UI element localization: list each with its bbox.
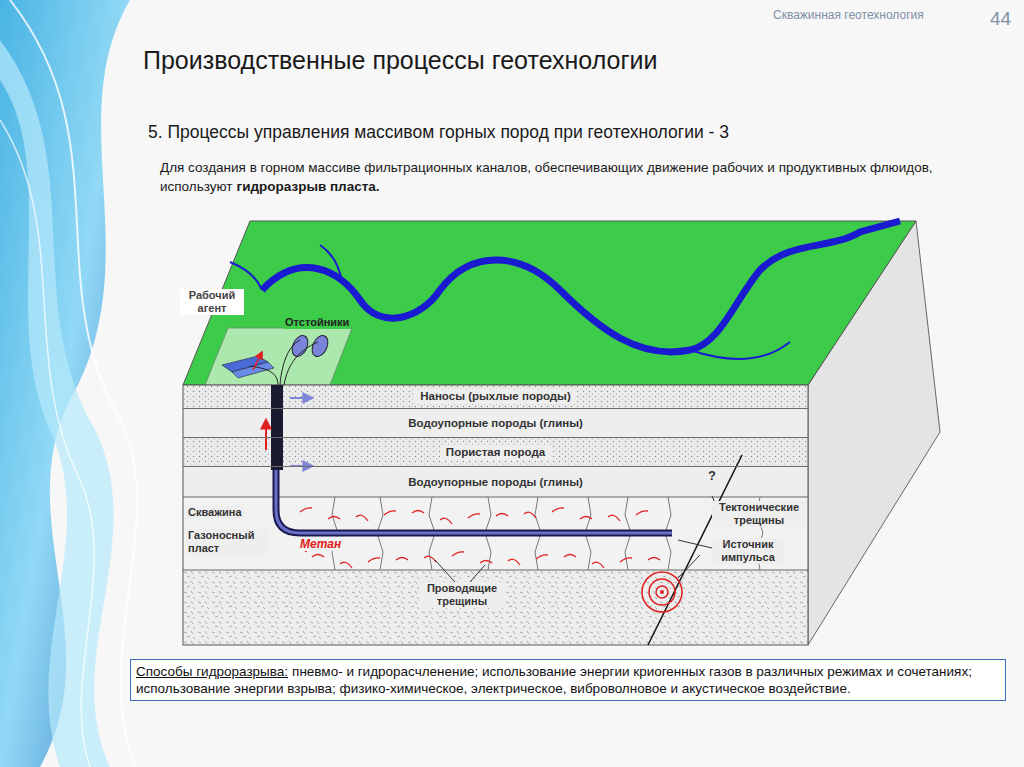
fracture-mark (384, 511, 396, 515)
fracture-mark (468, 514, 480, 518)
layer-name: Водоупорные породы (глины) (402, 475, 589, 490)
fracture-mark (608, 515, 620, 521)
product-label: Метан (298, 537, 343, 551)
callout-label: Тектонические трещины (712, 501, 806, 527)
intro-emphasis: гидроразрыв пласта. (237, 179, 380, 194)
fracture-mark (424, 556, 436, 562)
page-number: 44 (990, 8, 1011, 30)
layer-name: Пористая порода (440, 445, 551, 460)
fracture-mark (452, 552, 464, 556)
fracture-mark (496, 514, 508, 517)
slide-title: Производственные процессы геотехнологии (143, 46, 657, 75)
fracture-mark (620, 558, 632, 562)
rock-layer-band: Водоупорные породы (глины) (183, 408, 808, 437)
intro-paragraph: Для создания в горном массиве фильтрацио… (160, 158, 960, 196)
fracture-mark (580, 517, 592, 520)
fracture-mark (356, 515, 368, 521)
fracture-mark (440, 518, 452, 524)
callout-label: Газоносный пласт (186, 529, 268, 555)
layer-name: Наносы (рыхлые породы) (414, 389, 577, 404)
rock-layer-band: Наносы (рыхлые породы) (183, 385, 808, 408)
fracture-mark (592, 562, 604, 568)
callout-label: Рабочий агент (180, 289, 244, 315)
fracture-mark (480, 561, 492, 564)
fracture-mark (396, 558, 408, 561)
fracture-mark (340, 562, 352, 568)
methods-heading: Способы гидроразрыва: (136, 664, 288, 679)
subtitle: 5. Процессы управления массивом горных п… (148, 122, 729, 143)
fracture-mark (300, 508, 312, 512)
fracture-mark (412, 511, 424, 514)
layer-name: Водоупорные породы (глины) (402, 416, 589, 431)
callout-label: Скважина (186, 506, 244, 519)
fracture-mark (328, 517, 340, 520)
methods-box: Способы гидроразрыва:пневмо- и гидрорасч… (130, 659, 1006, 701)
fracture-mark (508, 559, 520, 565)
fracture-mark (636, 511, 648, 515)
fracture-mark (312, 555, 324, 558)
fracture-mark (536, 555, 548, 559)
callout-label: Источник импульса (712, 538, 784, 564)
callout-label: Проводящие трещины (420, 582, 504, 608)
fracture-mark (564, 555, 576, 558)
question-mark: ? (706, 468, 718, 483)
callout-label: Отстойники (283, 316, 351, 329)
fracture-mark (368, 558, 380, 562)
fracture-mark (524, 512, 536, 518)
header-caption: Скважинная геотехнология (773, 8, 924, 22)
fracture-mark (648, 558, 660, 561)
fracture-mark (552, 508, 564, 512)
rock-layer-band: Пористая порода (183, 437, 808, 466)
